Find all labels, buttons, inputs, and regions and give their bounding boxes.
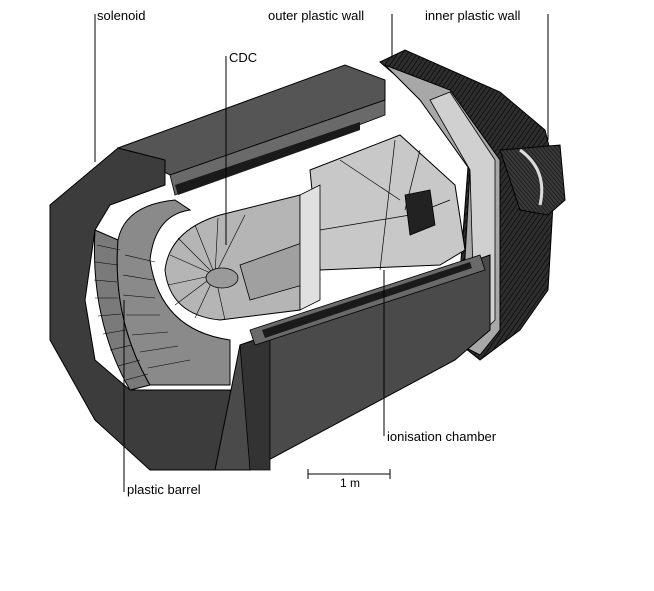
scale-bar: 1 m (307, 469, 391, 490)
label-solenoid: solenoid (97, 8, 145, 23)
label-cdc: CDC (229, 50, 257, 65)
label-inner-plastic-wall: inner plastic wall (425, 8, 520, 23)
ionisation-chamber (309, 134, 466, 271)
scale-bar-label: 1 m (340, 476, 360, 490)
plastic-barrel (93, 199, 231, 391)
leader-lines (94, 14, 549, 492)
label-ionisation-chamber: ionisation chamber (387, 429, 497, 444)
cdc (164, 184, 321, 321)
label-plastic-barrel: plastic barrel (127, 482, 201, 497)
label-outer-plastic-wall: outer plastic wall (268, 8, 364, 23)
solenoid (49, 64, 491, 471)
